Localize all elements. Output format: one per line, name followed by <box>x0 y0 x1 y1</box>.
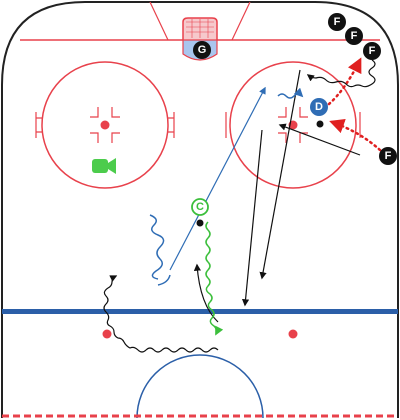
skate-path-4 <box>193 263 219 323</box>
forward-label: F <box>385 150 392 162</box>
trapezoid-line-right <box>231 1 251 41</box>
forward-label: F <box>351 30 358 42</box>
neutral-dot-right <box>288 329 298 339</box>
forward-label: F <box>369 45 376 57</box>
defense-label: D <box>315 101 323 113</box>
neutral-dot-left <box>102 329 112 339</box>
defense-weave <box>149 214 165 280</box>
goalie-icon: G <box>193 41 211 59</box>
skate-path-1 <box>259 69 301 280</box>
forward-pass-1 <box>327 57 362 106</box>
coach-icon: C <box>191 198 209 216</box>
goalie-label: G <box>198 44 207 56</box>
coach-label: C <box>196 201 204 213</box>
blue-line <box>2 309 398 314</box>
coach-path <box>205 221 224 336</box>
squiggle-path-top <box>306 59 376 88</box>
forward-label: F <box>334 16 341 28</box>
forward-icon: F <box>379 147 397 165</box>
goal-mesh <box>186 19 214 38</box>
forward-pass-2 <box>329 118 382 152</box>
defense-squiggle-top <box>277 87 304 99</box>
defense-weave-return <box>157 274 171 286</box>
forward-icon: F <box>345 27 363 45</box>
puck-icon <box>196 219 204 227</box>
forward-icon: F <box>363 42 381 60</box>
defense-icon: D <box>310 98 328 116</box>
trapezoid-line-left <box>149 1 169 41</box>
squiggle-path-bottom <box>103 275 219 353</box>
defense-pass-line <box>169 86 266 271</box>
puck-icon <box>316 120 324 128</box>
center-circle <box>136 354 264 419</box>
skate-path-3 <box>278 123 361 156</box>
skate-path-2 <box>241 129 263 307</box>
forward-icon: F <box>328 13 346 31</box>
video-camera-icon <box>92 158 116 174</box>
faceoff-circle-left <box>35 61 175 189</box>
